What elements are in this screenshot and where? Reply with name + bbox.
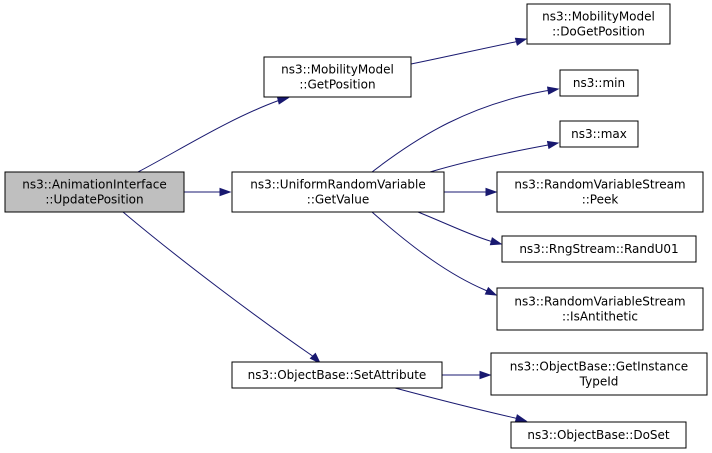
edge-setattr-to-doset — [394, 387, 528, 423]
node-label: ns3::RandomVariableStream — [514, 295, 685, 309]
node-label: ns3::ObjectBase::GetInstance — [510, 360, 688, 374]
node-label: ns3::MobilityModel — [281, 63, 394, 77]
edge-setattr-to-getinst — [442, 370, 492, 380]
node-label: ns3::AnimationInterface — [22, 178, 166, 192]
edge-connector — [514, 38, 527, 43]
node-box — [510, 421, 687, 449]
edge-getvalue-to-peek — [444, 187, 498, 197]
edge-line — [371, 90, 546, 173]
edge-update-to-setattr — [122, 211, 322, 365]
node-label: ns3::max — [571, 127, 627, 141]
node-label: ::UpdatePosition — [45, 193, 143, 207]
node-box — [526, 3, 671, 45]
edge-connector — [279, 97, 289, 101]
node-label: ::GetValue — [307, 193, 369, 207]
edge-line — [371, 211, 486, 291]
node-box — [4, 171, 185, 213]
edge-line — [417, 211, 491, 242]
node-label: ns3::RngStream::RandU01 — [519, 242, 678, 256]
node-box — [559, 69, 639, 97]
node-label: ::DoGetPosition — [552, 25, 645, 39]
node-isanti[interactable]: ns3::RandomVariableStream::IsAntithetic — [496, 287, 704, 331]
edge-line — [410, 41, 516, 65]
edge-getpos-to-dogetpos — [410, 37, 528, 65]
node-label: ns3::MobilityModel — [542, 10, 655, 24]
node-box — [501, 235, 697, 263]
node-box — [496, 171, 704, 213]
node-max[interactable]: ns3::max — [559, 120, 639, 148]
node-getpos[interactable]: ns3::MobilityModel::GetPosition — [263, 56, 412, 98]
node-min[interactable]: ns3::min — [559, 69, 639, 97]
node-label: ns3::ObjectBase::DoSet — [527, 428, 670, 442]
edge-getvalue-to-min — [371, 86, 560, 173]
edge-connector — [544, 88, 559, 92]
node-box — [263, 56, 412, 98]
edge-getvalue-to-max — [429, 140, 560, 173]
node-peek[interactable]: ns3::RandomVariableStream::Peek — [496, 171, 704, 213]
node-label: ns3::RandomVariableStream — [514, 178, 685, 192]
node-randu01[interactable]: ns3::RngStream::RandU01 — [501, 235, 697, 263]
node-box — [231, 171, 445, 213]
edge-connector — [514, 417, 527, 422]
edge-line — [137, 99, 281, 173]
node-box — [496, 287, 704, 331]
node-label: ns3::UniformRandomVariable — [250, 178, 426, 192]
node-label: TypeId — [579, 375, 619, 389]
node-label: ns3::min — [573, 76, 625, 90]
node-dogetpos[interactable]: ns3::MobilityModel::DoGetPosition — [526, 3, 671, 45]
edge-connector — [484, 289, 497, 296]
node-label: ns3::ObjectBase::SetAttribute — [248, 368, 427, 382]
edge-getvalue-to-randu01 — [417, 211, 503, 246]
edge-getvalue-to-isanti — [371, 211, 498, 296]
edge-connector — [489, 240, 502, 245]
edge-line — [122, 211, 315, 358]
node-doset[interactable]: ns3::ObjectBase::DoSet — [510, 421, 687, 449]
edges — [122, 37, 560, 423]
edge-update-to-getpos — [137, 96, 290, 173]
edge-update-to-getvalue — [184, 187, 232, 197]
node-label: ::Peek — [582, 193, 619, 207]
node-box — [559, 120, 639, 148]
node-label: ::GetPosition — [299, 78, 375, 92]
node-box — [490, 352, 708, 396]
node-box — [231, 361, 443, 389]
edge-connector — [547, 142, 559, 146]
node-update: ns3::AnimationInterface::UpdatePosition — [4, 171, 185, 213]
node-label: ::IsAntithetic — [562, 310, 638, 324]
edge-line — [429, 144, 549, 173]
edge-line — [394, 387, 516, 419]
node-setattr[interactable]: ns3::ObjectBase::SetAttribute — [231, 361, 443, 389]
nodes: ns3::AnimationInterface::UpdatePositionn… — [4, 3, 708, 449]
node-getvalue[interactable]: ns3::UniformRandomVariable::GetValue — [231, 171, 445, 213]
